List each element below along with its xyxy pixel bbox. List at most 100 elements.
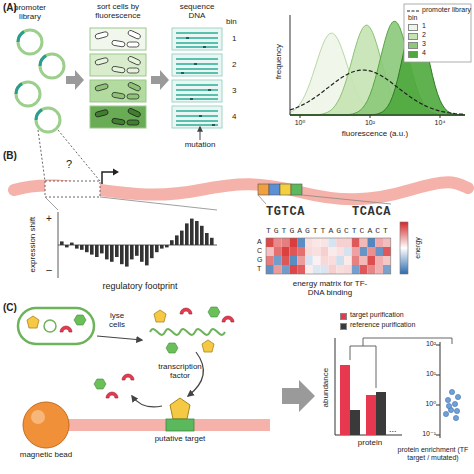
- cell: [95, 57, 109, 65]
- energy-cell: [383, 238, 391, 247]
- process-arrow: [151, 70, 169, 90]
- lysate-dna: [150, 329, 225, 335]
- plot-title: regulatory footprint: [60, 281, 220, 291]
- enrichment-dot: [454, 408, 459, 413]
- binding-arrow: [188, 352, 203, 396]
- footprint-bar: [185, 223, 189, 245]
- sequence-read: [176, 59, 218, 73]
- cell: [112, 118, 126, 125]
- mutation-mark: [181, 37, 215, 126]
- cell: [95, 108, 142, 126]
- energy-cell: [321, 247, 329, 256]
- energy-cell: [328, 265, 336, 274]
- cell: [95, 82, 142, 100]
- plasmid-ring: [44, 320, 56, 332]
- figure-art: [154, 310, 166, 322]
- energy-cell: [297, 265, 305, 274]
- promoter-arrow: [102, 172, 113, 184]
- legend-text: target purification: [350, 311, 460, 319]
- cell-outline: [18, 308, 94, 344]
- enrichment-dot: [449, 389, 454, 394]
- chart-axis: [58, 212, 217, 278]
- legend-box: [404, 4, 471, 62]
- footprint-bar: [160, 245, 164, 249]
- promoter-insert: [40, 56, 46, 66]
- sort-bin-box: [90, 106, 146, 128]
- base-label: G: [257, 256, 265, 264]
- cell: [112, 40, 126, 47]
- energy-cell: [375, 265, 383, 274]
- legend-swatch: [408, 42, 418, 49]
- energy-cell: [321, 265, 329, 274]
- footprint-bar: [90, 245, 94, 255]
- bracket: [350, 338, 452, 388]
- magnetic-bead: magnetic bead: [15, 400, 77, 470]
- energy-cell: [289, 238, 297, 247]
- bin-number: 3: [232, 86, 242, 95]
- cell: [95, 30, 142, 48]
- step-label: lyse cells: [104, 311, 130, 329]
- binding-site: [280, 184, 291, 195]
- sort-bin-box: [90, 80, 146, 102]
- energy-cell: [282, 247, 290, 256]
- mutation-mark: [186, 37, 189, 39]
- abundance-bar: [366, 395, 376, 435]
- footprint-bar: [95, 245, 99, 257]
- promoter-insert: [18, 32, 24, 42]
- energy-cell: [313, 247, 321, 256]
- bin-number: 2: [232, 60, 242, 69]
- energy-cell: [344, 256, 352, 265]
- energy-cell: [336, 256, 344, 265]
- footprint-bar: [120, 245, 124, 264]
- legend-text: 4: [422, 49, 462, 57]
- sequence-box: [172, 28, 222, 128]
- footprint-bar: [170, 240, 174, 245]
- plasmid-ring: [16, 30, 64, 132]
- sequence-box: [172, 80, 222, 102]
- footprint-bar: [110, 245, 114, 262]
- energy-cell: [274, 247, 282, 256]
- cell: [95, 31, 109, 39]
- magnetic-bead-shape: [15, 400, 77, 470]
- figure-art: [60, 326, 72, 332]
- process-arrow: [282, 380, 315, 412]
- step-label: sequence DNA: [177, 2, 217, 20]
- energy-cell: [375, 238, 383, 247]
- footprint-bar: [205, 233, 209, 245]
- enrichment-dot: [455, 394, 460, 399]
- node-label: magnetic bead: [15, 450, 77, 459]
- axis-title: frequency: [274, 32, 283, 92]
- energy-cell: [274, 256, 282, 265]
- cell: [112, 92, 126, 99]
- legend-text: 2: [422, 31, 462, 39]
- cell: [95, 56, 142, 74]
- footprint-bar: [190, 219, 194, 245]
- promoter-arrow: [113, 169, 119, 176]
- mutation-mark: [199, 115, 202, 117]
- abundance-bar: [376, 392, 386, 435]
- energy-cell: [328, 247, 336, 256]
- zoom-line: [58, 130, 100, 181]
- colorbar-label: energy: [414, 223, 422, 273]
- energy-cell: [360, 265, 368, 274]
- chart-axis: [58, 245, 217, 246]
- footprint-bar: [135, 245, 139, 256]
- wash-arrow: [132, 396, 162, 407]
- colorbar: [400, 222, 408, 274]
- axis-sign: +: [44, 213, 54, 225]
- mutation-mark: [194, 63, 197, 65]
- plasmid-ring: [18, 30, 42, 54]
- figure-art: [27, 316, 39, 328]
- energy-cell: [336, 247, 344, 256]
- legend-swatch: [340, 313, 347, 320]
- energy-cell: [313, 256, 321, 265]
- panel-letter: (C): [3, 302, 27, 314]
- sequence-read: [176, 33, 218, 47]
- energy-cell: [321, 238, 329, 247]
- energy-cell: [360, 238, 368, 247]
- legend-text: promoter library: [422, 6, 472, 14]
- zoom-line: [38, 130, 45, 181]
- legend-text: 3: [422, 40, 462, 48]
- energy-cell: [305, 238, 313, 247]
